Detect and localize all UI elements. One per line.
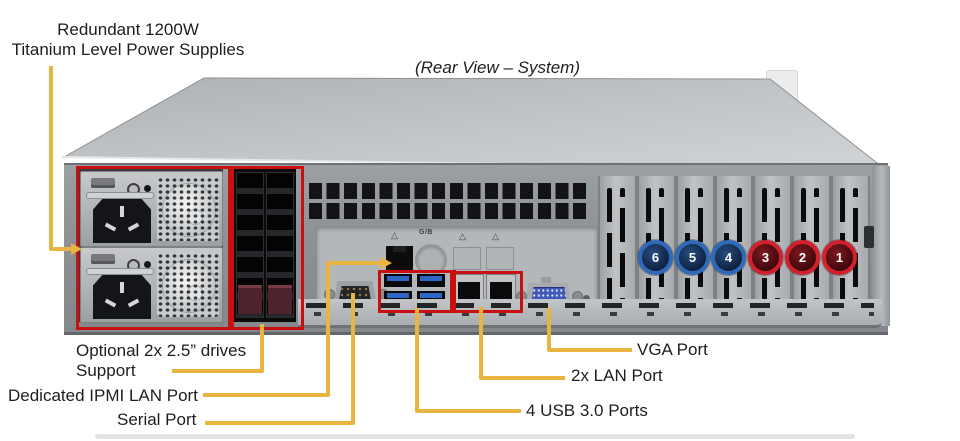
- slot-badge-5: 5: [675, 240, 710, 275]
- highlight-box-drives: [231, 166, 304, 330]
- ipmi-lan-port: [386, 246, 413, 272]
- slot-badge-3: 3: [748, 240, 783, 275]
- drive-tray-latch: [268, 285, 292, 314]
- power-supply-module-top: [80, 171, 223, 247]
- page-artifact-line: [95, 434, 855, 439]
- psu-latch: [91, 178, 115, 188]
- lan-callout-label: 2x LAN Port: [571, 366, 663, 385]
- callout-arrow-psu: [71, 243, 82, 255]
- psu-fan-grille: [157, 253, 219, 317]
- ipmi-callout-label: Dedicated IPMI LAN Port: [8, 386, 198, 405]
- slot-badge-2: 2: [785, 240, 820, 275]
- diagram-title: (Rear View – System): [414, 58, 580, 77]
- gb-marking: G/B: [419, 229, 433, 236]
- callout-line-drives: [172, 324, 264, 373]
- lan-shield-tab: [453, 247, 481, 270]
- psu-handle: [86, 268, 154, 275]
- drive-tray: [236, 172, 264, 318]
- callout-arrow-ipmi: [381, 257, 392, 269]
- ac-inlet-socket: [93, 199, 151, 243]
- callout-line-ipmi: [203, 261, 382, 397]
- callout-line-vga: [547, 308, 632, 352]
- warning-triangle-icon: △: [459, 231, 466, 241]
- callout-line-psu: [49, 66, 72, 251]
- usb3-port: [384, 274, 412, 287]
- drive-bay-area: [233, 169, 296, 322]
- usb-callout-label: 4 USB 3.0 Ports: [526, 401, 648, 420]
- lan-shield-tab: [486, 247, 514, 270]
- warning-triangle-icon: △: [492, 231, 499, 241]
- psu-button: [144, 261, 151, 268]
- psu-fan-grille: [157, 177, 219, 241]
- psu-callout-line1: Redundant 1200W: [57, 20, 199, 39]
- chassis-right-edge: [872, 166, 890, 326]
- power-supply-module-bottom: [80, 247, 223, 323]
- vent-grid-row: [309, 203, 590, 219]
- drives-callout-line1: Optional 2x 2.5” drives: [76, 341, 247, 360]
- slot-badge-4: 4: [711, 240, 746, 275]
- slot-badge-1: 1: [822, 240, 857, 275]
- chassis-side-clip: [864, 226, 874, 248]
- slot-badge-6: 6: [638, 240, 673, 275]
- drive-tray: [266, 172, 294, 318]
- vga-nub: [541, 277, 551, 283]
- panel-hole: [583, 295, 590, 302]
- chassis-bottom-rail: [298, 299, 882, 328]
- drive-tray-latch: [238, 285, 262, 314]
- serial-callout-label: Serial Port: [117, 410, 197, 429]
- psu-handle: [86, 192, 154, 199]
- callout-line-lan: [479, 307, 565, 380]
- expansion-slot-area: [598, 176, 870, 308]
- power-supply-bay: [78, 169, 223, 323]
- psu-callout-line2: Titanium Level Power Supplies: [11, 40, 245, 59]
- usb3-port: [417, 274, 445, 287]
- callout-line-usb: [415, 308, 521, 413]
- callout-line-serial: [205, 293, 355, 425]
- psu-latch: [91, 254, 115, 264]
- ac-inlet-socket: [93, 275, 151, 319]
- drives-callout-label: Optional 2x 2.5” drives Support: [76, 341, 246, 381]
- expansion-slot-bracket: [600, 176, 635, 308]
- drives-callout-line2: Support: [76, 361, 136, 380]
- highlight-box-lan: [450, 271, 523, 313]
- vga-callout-label: VGA Port: [637, 340, 708, 359]
- warning-triangle-icon: △: [391, 230, 398, 240]
- psu-button: [144, 185, 151, 192]
- vent-grid-row: [309, 183, 590, 199]
- psu-callout-label: Redundant 1200W Titanium Level Power Sup…: [8, 20, 248, 60]
